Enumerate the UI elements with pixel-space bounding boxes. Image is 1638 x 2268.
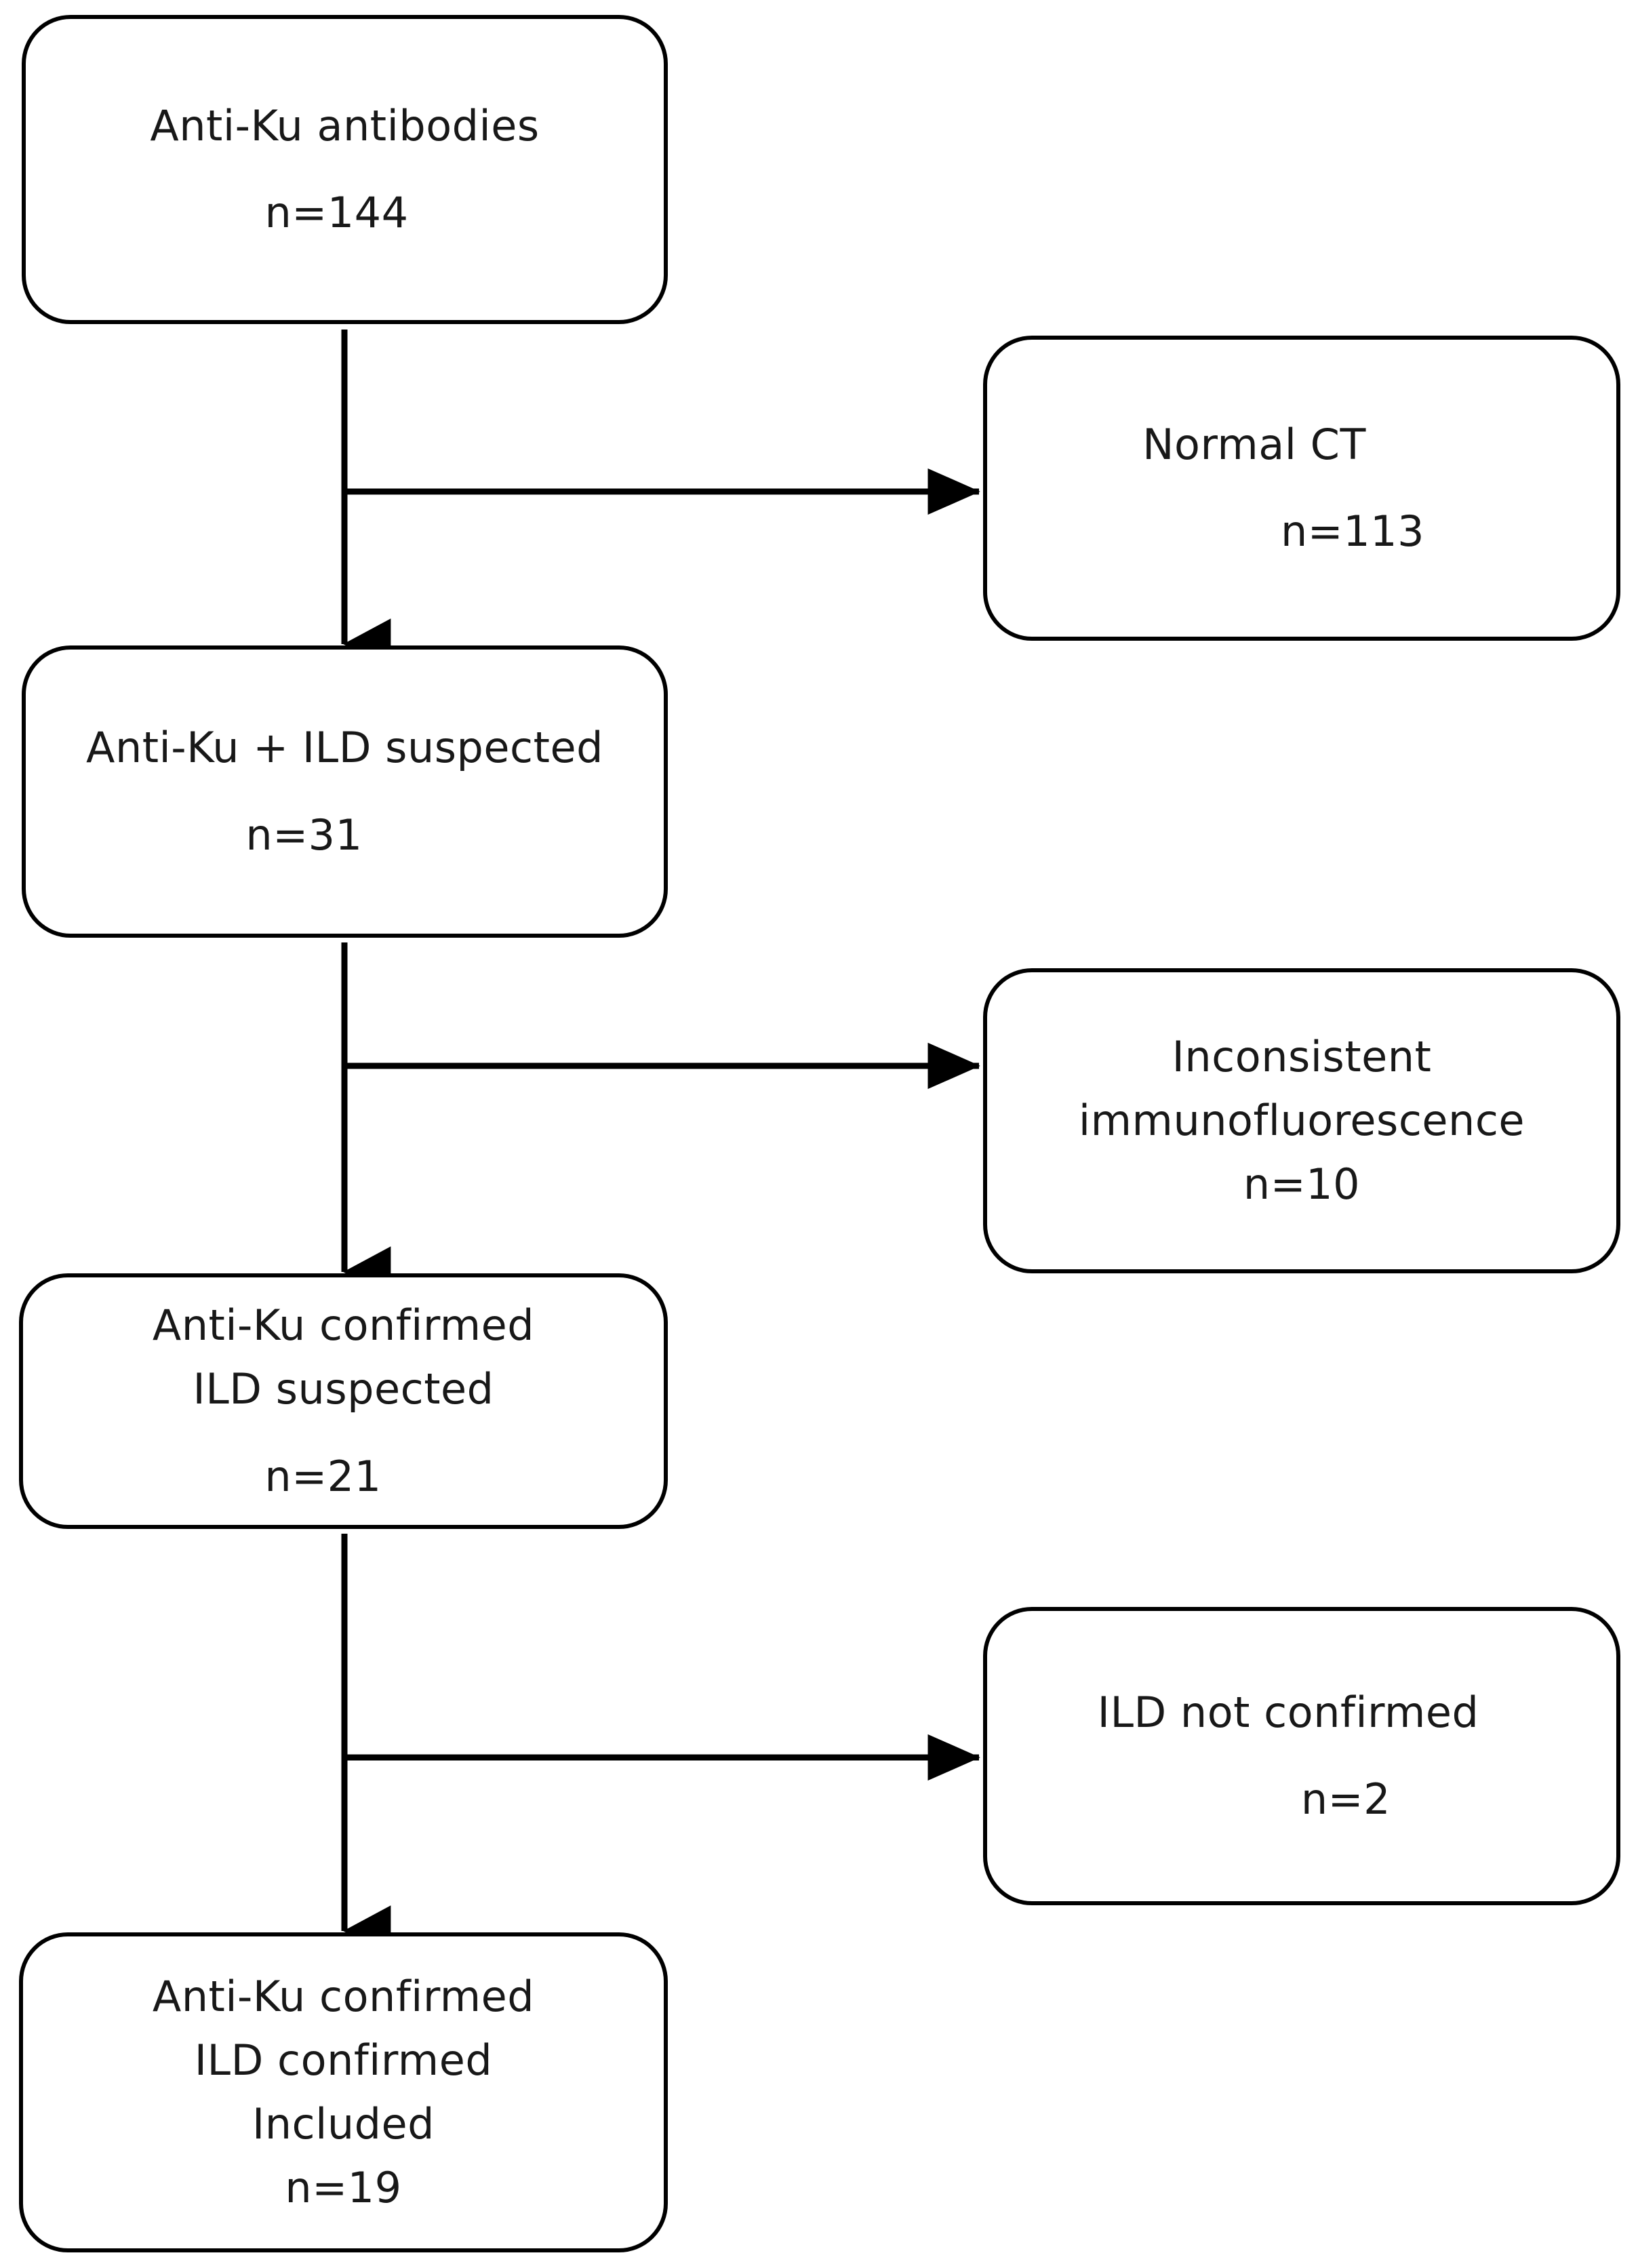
node-line-count: n=10 xyxy=(1243,1159,1361,1210)
node-line-subtitle: ILD confirmed xyxy=(194,2035,493,2085)
node-ild-not-confirmed[interactable]: ILD not confirmed n=2 xyxy=(983,1607,1620,1905)
edge-branch-1 xyxy=(341,330,980,515)
node-line-count: n=31 xyxy=(245,810,363,860)
node-line-title: ILD not confirmed xyxy=(1097,1687,1479,1737)
node-anti-ku-ild-suspected[interactable]: Anti-Ku + ILD suspected n=31 xyxy=(22,645,668,938)
node-line-count: n=19 xyxy=(285,2163,402,2213)
node-line-title: Normal CT xyxy=(1142,419,1366,469)
node-line-title: Anti-Ku confirmed xyxy=(152,1971,535,2021)
node-line-count: n=113 xyxy=(1280,506,1425,556)
node-line-title: Anti-Ku antibodies xyxy=(150,100,540,151)
node-inconsistent-immunofluorescence[interactable]: Inconsistent immunofluorescence n=10 xyxy=(983,968,1620,1273)
node-line-subtitle: ILD suspected xyxy=(193,1364,494,1414)
node-line-title: Anti-Ku confirmed xyxy=(152,1300,535,1351)
node-line-count: n=2 xyxy=(1300,1774,1391,1824)
edge-branch-2 xyxy=(341,942,980,1090)
node-line-title: Inconsistent xyxy=(1172,1031,1432,1081)
node-line-count: n=144 xyxy=(264,188,409,237)
node-line-count: n=21 xyxy=(264,1451,382,1501)
node-line-status: Included xyxy=(252,2099,435,2149)
node-normal-ct[interactable]: Normal CT n=113 xyxy=(983,336,1620,641)
node-anti-ku-antibodies[interactable]: Anti-Ku antibodies n=144 xyxy=(22,15,668,324)
node-anti-ku-confirmed-ild-confirmed-included[interactable]: Anti-Ku confirmed ILD confirmed Included… xyxy=(19,1932,668,2252)
node-anti-ku-confirmed-ild-suspected[interactable]: Anti-Ku confirmed ILD suspected n=21 xyxy=(19,1273,668,1529)
node-line-title: Anti-Ku + ILD suspected xyxy=(86,723,603,773)
edge-branch-3 xyxy=(341,1534,980,1781)
node-line-subtitle: immunofluorescence xyxy=(1078,1095,1525,1145)
